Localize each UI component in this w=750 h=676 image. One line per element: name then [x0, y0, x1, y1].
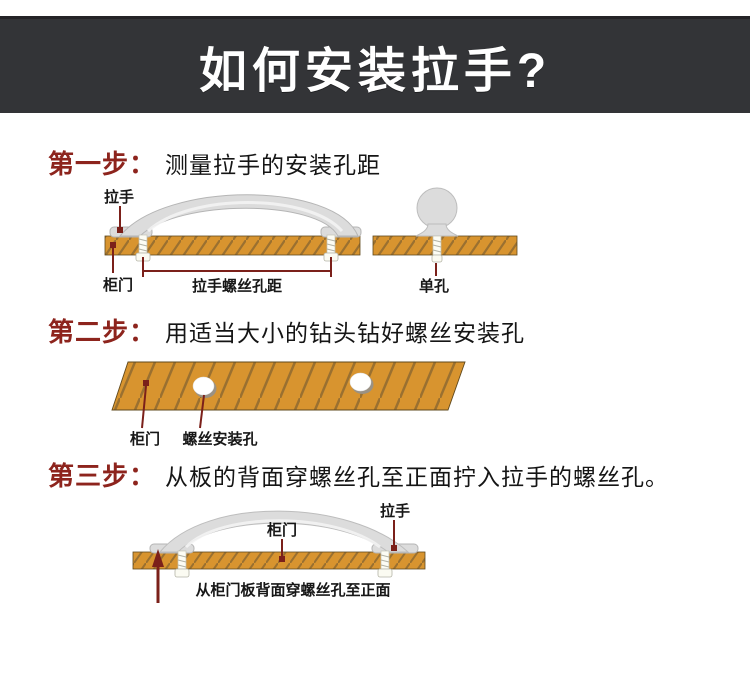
distance-label: 拉手螺丝孔距: [192, 277, 282, 295]
handle-arch: [109, 194, 362, 238]
step-1-header: 第一步： 测量拉手的安装孔距: [48, 144, 381, 181]
screw-hole-label: 螺丝安装孔: [182, 430, 257, 448]
step-2-label: 第二步：: [48, 317, 157, 347]
wood-board-left: [104, 235, 361, 256]
drill-hole-left: [192, 376, 217, 398]
annotation-door: 柜门: [266, 521, 297, 562]
handle-label: 拉手: [104, 188, 134, 206]
step-1-label: 第一步：: [48, 149, 157, 179]
annotation-screw-hole: 螺丝安装孔: [182, 394, 258, 448]
diagram-3-svg: 柜门 拉手 从柜门板背面穿螺丝孔至正面: [132, 502, 426, 603]
diagram-drilled-board: 柜门 螺丝安装孔: [100, 350, 580, 455]
diagram-measure-hole-distance: 拉手 柜门 拉手螺丝孔距 单孔: [90, 183, 530, 302]
annotation-handle: 拉手: [104, 188, 134, 233]
screw-left: [174, 550, 190, 578]
wood-board: [111, 361, 466, 411]
diagram-1-svg: 拉手 柜门 拉手螺丝孔距 单孔: [102, 187, 518, 295]
step-3-header: 第三步： 从板的背面穿螺丝孔至正面拧入拉手的螺丝孔。: [48, 456, 669, 493]
diagram-screw-from-back: 柜门 拉手 从柜门板背面穿螺丝孔至正面: [110, 495, 470, 625]
handle-label: 拉手: [380, 502, 410, 520]
step-2-text: 用适当大小的钻头钻好螺丝安装孔: [165, 320, 526, 346]
annotation-door: 柜门: [129, 380, 160, 448]
door-label: 柜门: [129, 430, 160, 448]
annotation-handle: 拉手: [380, 502, 410, 551]
annotation-door: 柜门: [102, 242, 133, 294]
instruction-label: 从柜门板背面穿螺丝孔至正面: [195, 581, 390, 599]
title-banner: 如何安装拉手?: [0, 16, 750, 113]
page-title: 如何安装拉手?: [198, 45, 552, 98]
knob: [415, 187, 459, 237]
step-2-header: 第二步： 用适当大小的钻头钻好螺丝安装孔: [48, 312, 525, 349]
diagram-2-svg: 柜门 螺丝安装孔: [111, 361, 466, 448]
door-label: 柜门: [266, 521, 297, 539]
single-hole-label: 单孔: [419, 277, 449, 295]
door-label: 柜门: [102, 276, 133, 294]
step-3-text: 从板的背面穿螺丝孔至正面拧入拉手的螺丝孔。: [165, 464, 670, 490]
knob-screw: [431, 235, 443, 263]
annotation-single-hole: 单孔: [419, 263, 449, 295]
dimension-line: 拉手螺丝孔距: [142, 257, 332, 295]
screw-right: [377, 550, 393, 578]
wood-board-right: [372, 235, 518, 256]
screw-direction-arrow: [152, 549, 164, 603]
step-3-label: 第三步：: [48, 461, 157, 491]
step-1-text: 测量拉手的安装孔距: [165, 152, 382, 178]
drill-hole-right: [349, 372, 374, 394]
